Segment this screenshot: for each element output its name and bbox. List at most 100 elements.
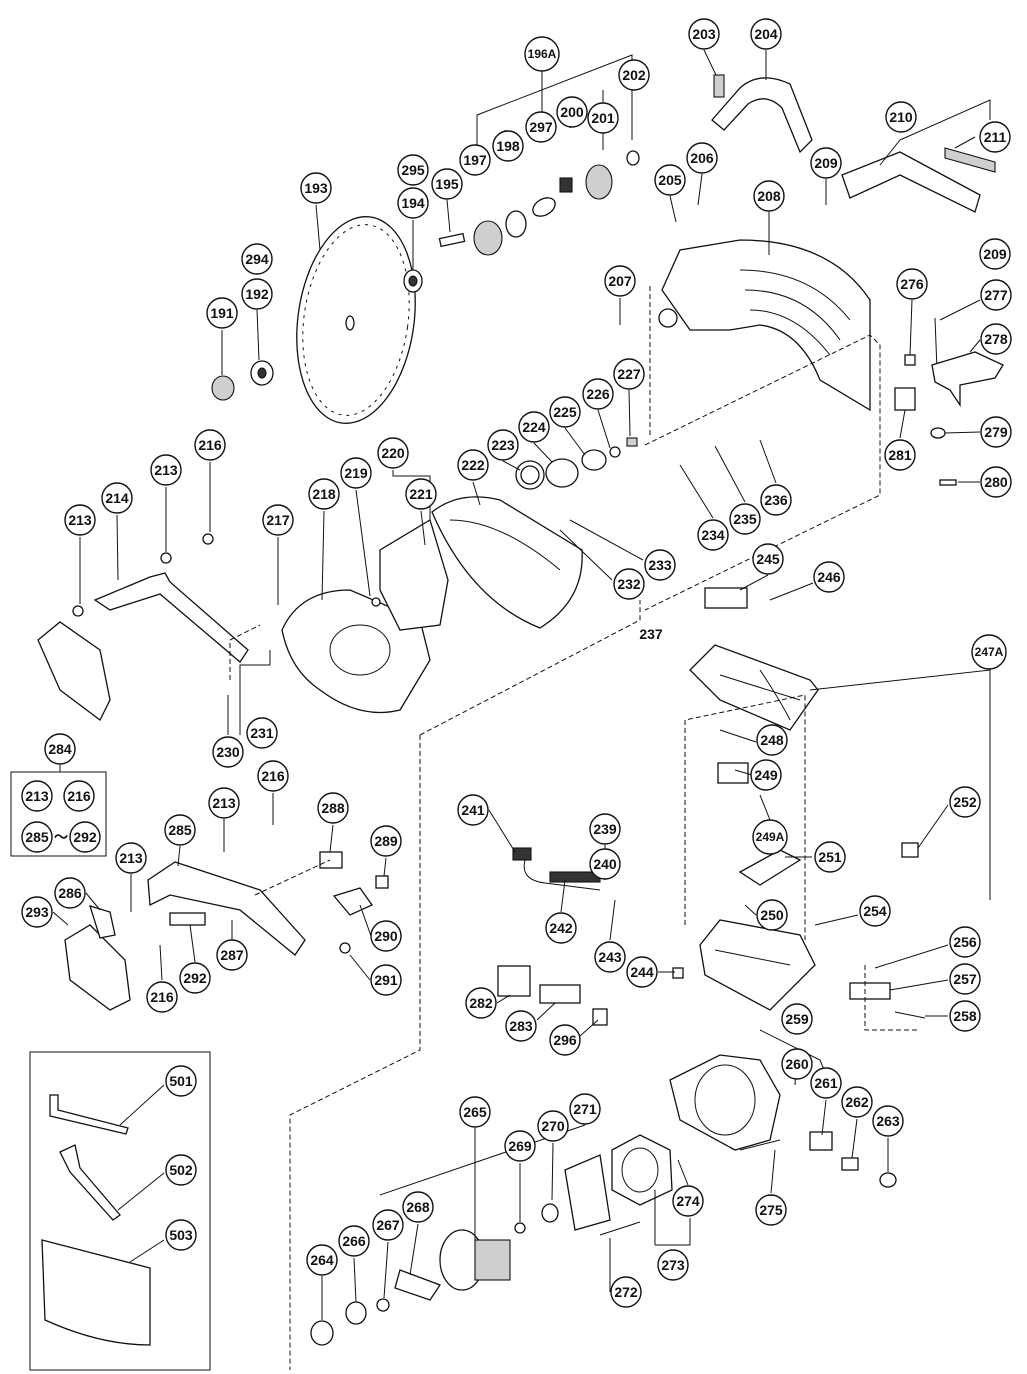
callout-circle (582, 378, 614, 410)
callout-number: 278 (984, 331, 1008, 347)
callout-280: 280 (980, 466, 1012, 498)
callout-192: 192 (241, 278, 273, 310)
callout-number: 294 (245, 251, 269, 267)
callout-circle (370, 825, 402, 857)
callout-number: 245 (756, 551, 780, 567)
callout-circle (610, 1276, 642, 1308)
callout-226: 226 (582, 378, 614, 410)
callout-number: 257 (953, 971, 977, 987)
switch-drawing (717, 762, 919, 886)
callout-circle (208, 787, 240, 819)
callout-289: 289 (370, 825, 402, 857)
callout-circle (589, 848, 621, 880)
callout-223: 223 (487, 429, 519, 461)
callout-number: 243 (598, 949, 622, 965)
callout-251: 251 (814, 841, 846, 873)
callout-circle (686, 142, 718, 174)
callout-circle (537, 1110, 569, 1142)
callout-number: 293 (25, 904, 49, 920)
callout-213: 213 (115, 842, 147, 874)
gear-case-drawing (281, 519, 449, 714)
callout-number: 214 (105, 490, 129, 506)
callout-number: 268 (406, 1199, 430, 1215)
callout-circle (300, 172, 332, 204)
callout-circle (750, 759, 782, 791)
callout-number: 209 (814, 155, 838, 171)
callout-circle (21, 821, 53, 853)
callout-number: 213 (154, 462, 178, 478)
callout-number: 251 (818, 849, 842, 865)
callout-191: 191 (206, 297, 238, 329)
callout-293: 293 (21, 896, 53, 928)
callout-circle (781, 1003, 813, 1035)
callout-236: 236 (760, 484, 792, 516)
callout-272: 272 (610, 1276, 642, 1308)
callout-circle (545, 912, 577, 944)
top-cover-drawing (841, 147, 996, 213)
callout-number: 246 (817, 569, 841, 585)
callout-number: 249 (754, 767, 778, 783)
callout-269: 269 (504, 1130, 536, 1162)
motor-base-drawing (672, 919, 816, 1011)
callout-number: 211 (984, 129, 1007, 145)
callout-number: 194 (401, 195, 425, 211)
callout-circle (164, 814, 196, 846)
callout-circle (101, 482, 133, 514)
callout-number: 247A (975, 645, 1004, 659)
callout-211: 211 (979, 121, 1011, 153)
callout-201: 201 (587, 102, 619, 134)
callout-number: 233 (648, 557, 672, 573)
callout-number: 195 (435, 176, 459, 192)
callout-circle (165, 1154, 197, 1186)
callout-number: 192 (245, 286, 269, 302)
callout-circle (21, 780, 53, 812)
callout-262: 262 (841, 1086, 873, 1118)
callout-circle (338, 1225, 370, 1257)
callout-circle (549, 1024, 581, 1056)
callout-205: 205 (654, 164, 686, 196)
callout-circle (146, 981, 178, 1013)
callout-241: 241 (457, 794, 489, 826)
callout-number: 244 (630, 964, 654, 980)
callout-240: 240 (589, 848, 621, 880)
base-fragment-lower-drawing (64, 905, 131, 1011)
callout-number: 285 (25, 829, 49, 845)
blade-bolt-drawing (211, 360, 274, 401)
callout-216: 216 (257, 760, 289, 792)
callout-275: 275 (755, 1194, 787, 1226)
callout-number: 193 (304, 180, 328, 196)
lock-arm-drawing (72, 533, 249, 663)
callout-257: 257 (949, 963, 981, 995)
saw-blade-drawing (296, 216, 416, 424)
callout-number: 216 (198, 437, 222, 453)
callout-number: 234 (701, 527, 725, 543)
callout-203: 203 (688, 18, 720, 50)
callout-circle (594, 941, 626, 973)
callout-circle (589, 813, 621, 845)
callout-circle (810, 1067, 842, 1099)
callout-circle (69, 821, 101, 853)
callout-214: 214 (101, 482, 133, 514)
callout-248: 248 (756, 724, 788, 756)
callout-circle (194, 429, 226, 461)
callout-circle (525, 111, 557, 143)
callout-circle (549, 396, 581, 428)
callout-circle (949, 1000, 981, 1032)
callout-206: 206 (686, 142, 718, 174)
callout-235: 235 (729, 503, 761, 535)
callout-number: 260 (785, 1056, 809, 1072)
callout-circle (397, 154, 429, 186)
callout-210: 210 (885, 101, 917, 133)
callout-circle (654, 164, 686, 196)
callout-281: 281 (884, 439, 916, 471)
callout-number: 281 (888, 447, 912, 463)
callout-278: 278 (980, 323, 1012, 355)
callout-291: 291 (370, 964, 402, 996)
callout-number: 291 (374, 972, 398, 988)
callout-number: 252 (953, 794, 977, 810)
callout-258: 258 (949, 1000, 981, 1032)
callout-number: 286 (58, 885, 82, 901)
callout-number: 221 (409, 486, 433, 502)
callout-number: 285 (168, 822, 192, 838)
callout-number: 292 (183, 970, 207, 986)
